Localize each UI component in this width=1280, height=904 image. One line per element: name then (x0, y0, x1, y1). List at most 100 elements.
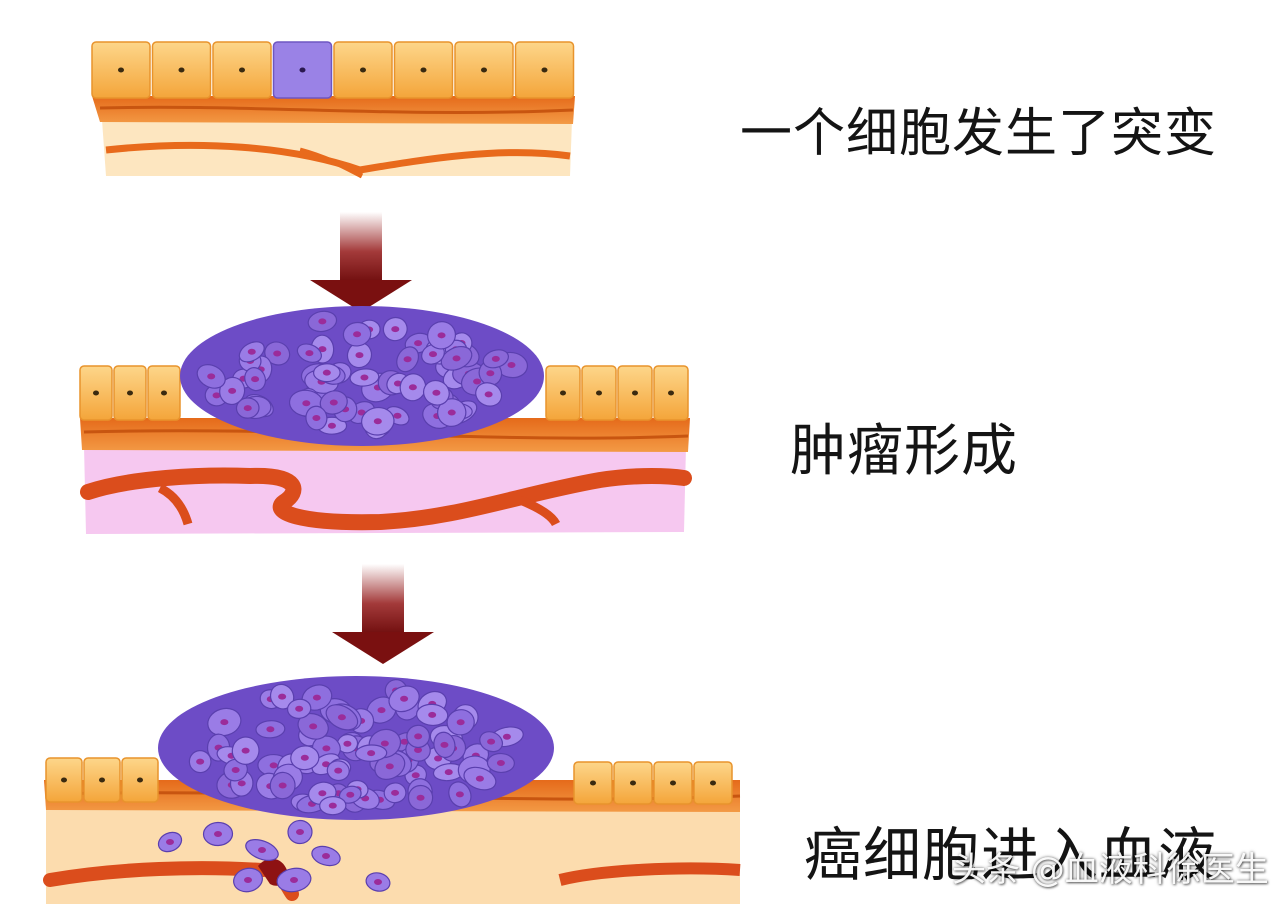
cell-nucleus (269, 762, 278, 769)
stage-1-caption: 一个细胞发生了突变 (740, 104, 1218, 164)
stage-3-metastasis (43, 676, 741, 904)
cell-nucleus (560, 390, 566, 396)
circulating-tumor-cells (157, 819, 391, 893)
cell-nucleus (278, 693, 287, 700)
cell-nucleus (487, 738, 496, 745)
cell-nucleus (322, 853, 330, 859)
cell-nucleus (196, 758, 205, 765)
cell-nucleus (334, 767, 343, 774)
cell-nucleus (475, 775, 484, 782)
cell-nucleus (420, 67, 427, 73)
cell-nucleus (502, 733, 511, 740)
cell-nucleus (353, 331, 362, 338)
cell-nucleus (312, 694, 321, 701)
cell-nucleus (357, 409, 366, 416)
cell-nucleus (228, 387, 237, 394)
cell-nucleus (484, 391, 493, 398)
cell-nucleus (428, 711, 437, 718)
cell-nucleus (99, 777, 105, 783)
cell-nucleus (337, 714, 346, 721)
cell-nucleus (428, 351, 437, 358)
cell-nucleus (596, 390, 602, 396)
vessel-line (105, 141, 571, 174)
down-arrow-2 (332, 564, 434, 664)
cell-nucleus (302, 400, 311, 407)
blood-vessel (518, 495, 561, 527)
cell-nucleus (305, 350, 314, 357)
cell-nucleus (118, 67, 124, 73)
stage-2-caption: 肿瘤形成 (790, 419, 1018, 484)
cell-nucleus (496, 759, 505, 766)
cell-nucleus (214, 831, 222, 837)
cell-nucleus (670, 780, 676, 786)
cell-nucleus (416, 794, 425, 801)
cell-nucleus (237, 780, 246, 787)
cell-nucleus (166, 839, 174, 845)
down-arrow-1 (310, 212, 412, 312)
cell-nucleus (239, 67, 245, 73)
cell-nucleus (266, 726, 275, 733)
cell-nucleus (408, 384, 417, 391)
blood-vessel (157, 483, 193, 526)
cell-nucleus (318, 790, 327, 797)
cell-nucleus (360, 374, 369, 381)
cell-nucleus (391, 789, 400, 796)
cell-nucleus (328, 802, 337, 809)
cell-nucleus (668, 390, 674, 396)
cell-nucleus (630, 780, 636, 786)
cell-nucleus (299, 67, 306, 73)
cell-nucleus (346, 791, 355, 798)
cell-nucleus (93, 390, 99, 396)
cell-nucleus (414, 746, 423, 753)
cell-nucleus (207, 373, 216, 380)
cell-nucleus (434, 755, 443, 762)
cell-nucleus (414, 733, 423, 740)
cell-nucleus (444, 769, 453, 776)
cell-nucleus (632, 390, 638, 396)
cell-nucleus (455, 791, 464, 798)
cell-nucleus (486, 370, 495, 377)
cell-nucleus (400, 738, 409, 745)
cell-nucleus (541, 67, 548, 73)
cell-nucleus (244, 877, 252, 883)
cell-nucleus (456, 719, 465, 726)
cell-nucleus (61, 777, 67, 783)
cell-nucleus (343, 740, 352, 747)
cell-nucleus (414, 340, 423, 347)
cell-nucleus (231, 767, 240, 774)
cell-nucleus (258, 847, 266, 853)
cell-nucleus (278, 782, 287, 789)
cell-nucleus (385, 763, 394, 770)
cell-nucleus (411, 772, 420, 779)
cell-nucleus (360, 67, 366, 73)
tumor-mass (180, 306, 544, 446)
cell-nucleus (373, 418, 382, 425)
cell-nucleus (400, 695, 409, 702)
cell-nucleus (507, 362, 516, 369)
cell-nucleus (403, 356, 412, 363)
epithelial-cell-row (91, 41, 575, 99)
cell-nucleus (329, 399, 338, 406)
cell-nucleus (309, 723, 318, 730)
cell-nucleus (243, 405, 252, 412)
cell-nucleus (212, 392, 221, 399)
cell-nucleus (296, 829, 304, 835)
cell-nucleus (312, 415, 321, 422)
cell-nucleus (290, 877, 298, 883)
watermark: 头条 @血液科徐医生 (952, 850, 1269, 890)
cell-nucleus (367, 750, 376, 757)
blood-vessel (80, 467, 692, 531)
tumor-mass (158, 676, 554, 820)
cell-nucleus (447, 409, 456, 416)
cell-nucleus (590, 780, 596, 786)
cell-nucleus (380, 740, 389, 747)
cell-nucleus (327, 422, 336, 429)
stage-1-single-mutation (91, 41, 575, 179)
cell-nucleus (377, 707, 386, 714)
cell-nucleus (393, 412, 402, 419)
cell-nucleus (452, 355, 461, 362)
cell-nucleus (318, 346, 327, 353)
cell-nucleus (300, 754, 309, 761)
cell-nucleus (161, 390, 167, 396)
